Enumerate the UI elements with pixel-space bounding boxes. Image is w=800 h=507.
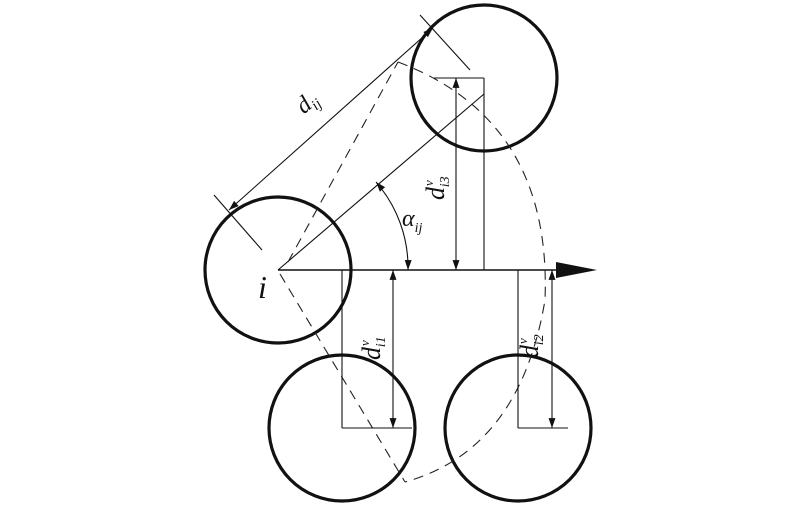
dashed-envelope-arc — [397, 61, 546, 483]
dij-extension-lower — [213, 194, 263, 251]
dij-label: dij — [291, 86, 325, 121]
dij-dimension-line — [228, 27, 434, 211]
angle-arc — [375, 181, 412, 271]
dij-extension-upper — [419, 14, 471, 71]
center-i-label: i — [258, 269, 267, 305]
center-line-ij — [277, 93, 485, 271]
axis-arrowhead — [556, 262, 597, 278]
alpha-label: αij — [402, 206, 422, 236]
